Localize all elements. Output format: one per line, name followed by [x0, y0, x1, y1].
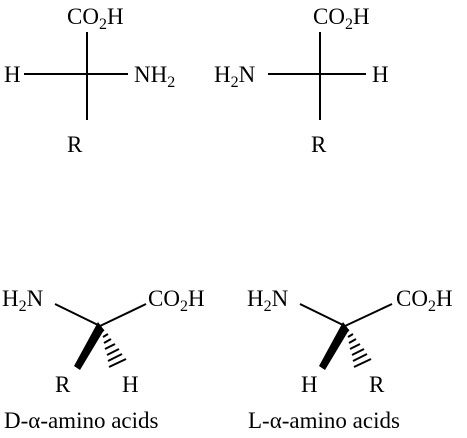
hash-line [106, 348, 120, 356]
carboxyl-group-label: CO2H [148, 286, 205, 315]
fischer-projection-right: CO2H H2N H R [214, 4, 389, 157]
l-amino-acids-caption: L-α-amino acids [248, 408, 400, 433]
l-amino-acid-structure: H2N CO2H H R [247, 286, 453, 397]
bond-to-amino [299, 303, 346, 327]
hashed-bond-to-r [346, 329, 372, 368]
r-group-label: R [311, 132, 327, 157]
amino-group-label: NH2 [134, 62, 175, 91]
carboxyl-group-label: CO2H [396, 286, 453, 315]
bond-to-carboxyl [99, 303, 147, 327]
hash-line [102, 333, 109, 338]
amino-group-label: H2N [247, 286, 289, 315]
hash-line [353, 358, 372, 368]
wedge-bond-to-r [74, 322, 104, 370]
hydrogen-label: H [301, 372, 318, 397]
d-amino-acid-structure: H2N CO2H R H [2, 286, 205, 397]
hydrogen-label: H [122, 372, 139, 397]
wedge-bond-to-hydrogen [319, 322, 349, 370]
hash-line [104, 343, 116, 350]
hydrogen-label: H [4, 62, 21, 87]
amino-group-label: H2N [214, 62, 256, 91]
r-group-label: R [369, 372, 385, 397]
hydrogen-label: H [372, 62, 389, 87]
fischer-projection-left: CO2H H NH2 R [4, 4, 175, 157]
hash-line [103, 338, 112, 344]
amino-group-label: H2N [2, 286, 44, 315]
hash-line [108, 358, 127, 368]
hash-line [349, 343, 361, 350]
hash-line [352, 353, 368, 362]
carboxyl-group-label: CO2H [67, 4, 124, 33]
hash-line [351, 348, 365, 356]
hash-line [347, 333, 354, 338]
hash-line [107, 353, 123, 362]
bond-to-amino [54, 303, 101, 327]
hash-line [346, 329, 350, 332]
d-amino-acids-caption: D-α-amino acids [4, 408, 159, 433]
bond-to-carboxyl [344, 303, 393, 327]
hash-line [348, 338, 357, 344]
carboxyl-group-label: CO2H [313, 4, 370, 33]
r-group-label: R [67, 132, 83, 157]
r-group-label: R [55, 372, 71, 397]
hash-line [101, 329, 105, 332]
hashed-bond-to-hydrogen [101, 329, 127, 368]
